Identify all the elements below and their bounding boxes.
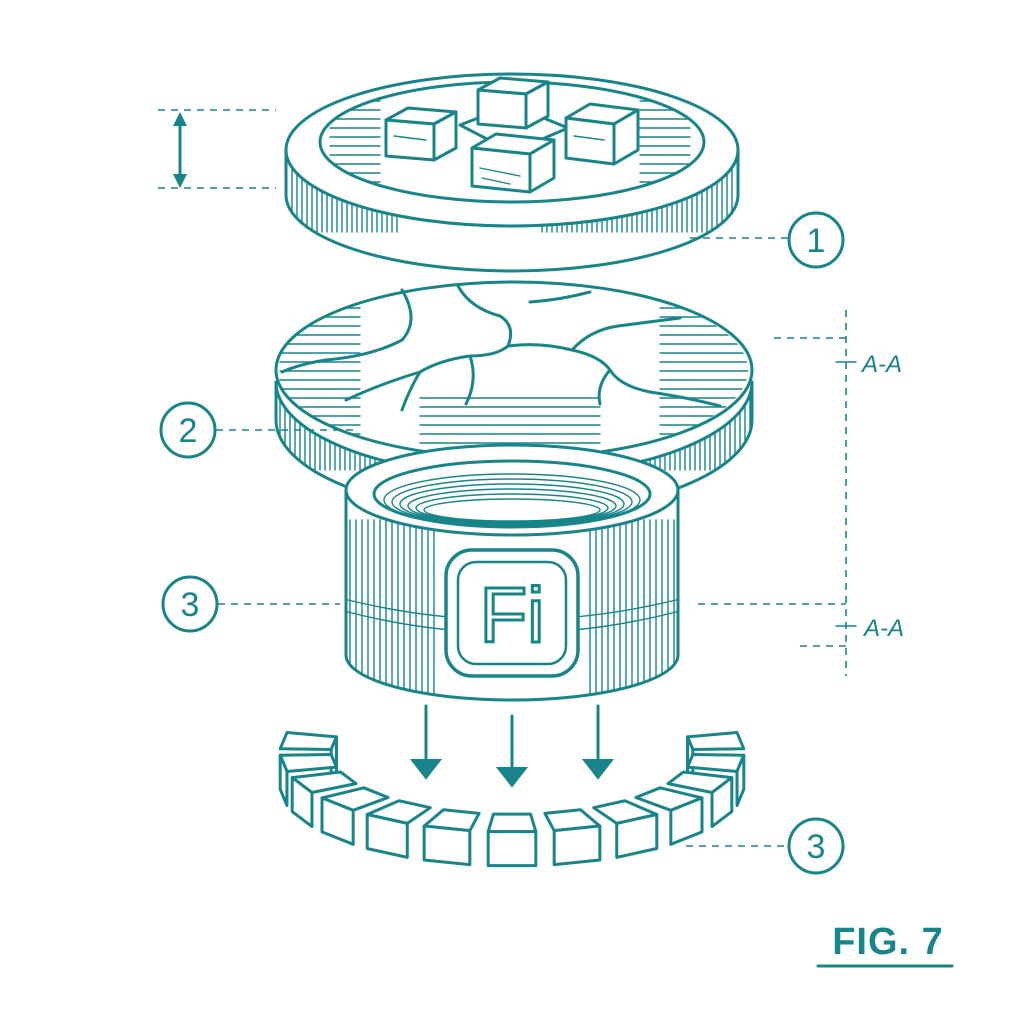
callout-number: 2 xyxy=(179,412,198,450)
segmented-ring xyxy=(278,731,746,868)
callout-3-cylinder: 3 xyxy=(161,575,340,633)
inner-ring xyxy=(423,498,601,522)
logo-text: Fi xyxy=(480,571,545,659)
callout-1: 1 xyxy=(690,211,845,269)
ring-block-side xyxy=(615,813,659,859)
crack-pattern xyxy=(280,284,722,412)
ring-block-side xyxy=(710,776,734,829)
ring-block-side xyxy=(486,830,538,868)
inner-ring xyxy=(391,478,633,526)
cylinder: Fi xyxy=(344,443,680,702)
ring-block-side xyxy=(552,824,602,867)
inner-ring xyxy=(399,483,625,525)
arrow-down-icon xyxy=(495,767,529,788)
callout-number: 3 xyxy=(807,828,826,866)
ring-block-top xyxy=(686,731,746,752)
thickness-dimension xyxy=(158,109,276,189)
section-a-a: A-A A-A xyxy=(698,310,904,676)
downward-arrows xyxy=(409,704,615,788)
ring-block-side xyxy=(278,753,289,807)
arrow-down-icon xyxy=(409,759,443,780)
cube-network-icon xyxy=(384,76,640,194)
ring-block-top xyxy=(278,731,338,752)
callout-2: 2 xyxy=(159,401,358,459)
ring-block-side xyxy=(669,796,704,846)
arrow-up-icon xyxy=(173,112,187,126)
inner-ring xyxy=(383,473,641,527)
arrow-down-icon xyxy=(173,174,187,188)
ring-block-side xyxy=(290,776,314,829)
ring-block-side xyxy=(735,753,746,807)
ring-block-top xyxy=(486,812,538,834)
callout-3-ring: 3 xyxy=(686,817,845,875)
figure-label: FIG. 7 xyxy=(816,921,954,968)
callout-number: 1 xyxy=(807,222,826,260)
arrow-down-icon xyxy=(581,759,615,780)
ring-block-top xyxy=(686,752,746,773)
inner-ring xyxy=(407,488,617,524)
inner-ring xyxy=(415,493,609,523)
section-label-bottom: A-A xyxy=(862,615,904,642)
top-disc xyxy=(284,72,740,273)
ring-block-side xyxy=(422,824,472,867)
figure-label-text: FIG. 7 xyxy=(832,921,944,963)
section-label-top: A-A xyxy=(860,351,902,378)
ring-block-top xyxy=(278,752,338,773)
fi-logo-icon: Fi xyxy=(444,548,580,678)
ring-block-side xyxy=(365,813,409,859)
ring-block-side xyxy=(320,796,355,846)
callout-number: 3 xyxy=(181,586,200,624)
